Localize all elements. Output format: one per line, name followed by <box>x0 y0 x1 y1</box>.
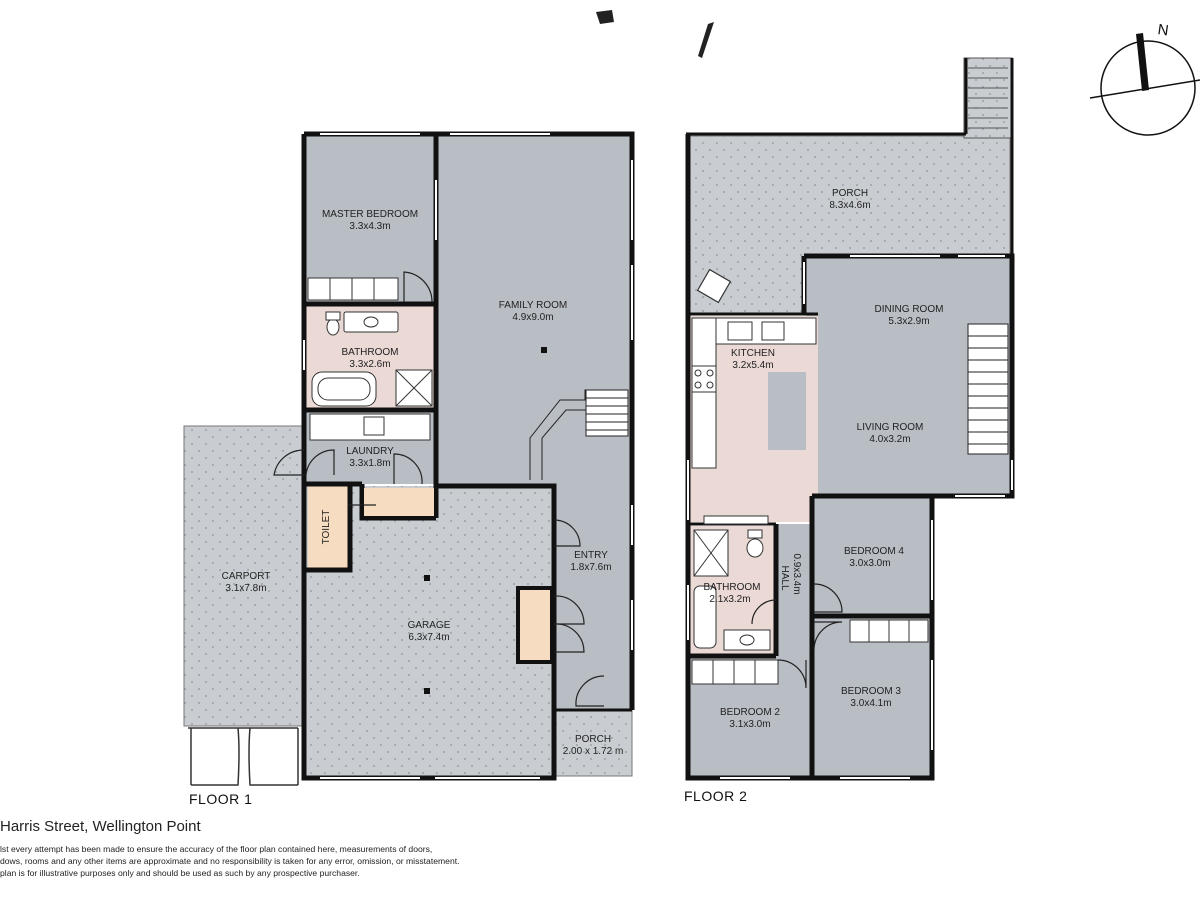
dims-carport: 3.1x7.8m <box>225 583 266 594</box>
dims-porch-2: 8.3x4.6m <box>829 200 870 211</box>
laundry-cupboard <box>364 488 434 516</box>
floor-2-windows <box>687 255 1013 779</box>
porch-stairs <box>963 57 1013 139</box>
floor2-bathroom-fixtures <box>693 529 771 651</box>
label-bathroom-1: BATHROOM <box>341 347 398 358</box>
dims-hall: 0.9x3.4m <box>791 553 802 594</box>
bedroom-3 <box>812 618 932 778</box>
footer: Harris Street, Wellington Point lst ever… <box>0 818 560 879</box>
disclaimer-line-3: plan is for illustrative purposes only a… <box>0 868 360 878</box>
compass-label: N <box>1157 21 1170 39</box>
label-toilet: TOILET <box>321 510 332 545</box>
dims-master-bedroom: 3.3x4.3m <box>349 221 390 232</box>
label-porch-2: PORCH <box>832 188 868 199</box>
dims-bathroom-2: 2.1x3.2m <box>709 594 750 605</box>
floor-1-plan: MASTER BEDROOM 3.3x4.3m FAMILY ROOM 4.9x… <box>183 131 635 807</box>
dims-entry: 1.8x7.6m <box>570 562 611 573</box>
floor-1-windows <box>303 133 633 779</box>
dims-living-room: 4.0x3.2m <box>869 434 910 445</box>
dims-bedroom-2: 3.1x3.0m <box>729 719 770 730</box>
carport-gate <box>188 727 299 786</box>
scan-marks <box>596 10 714 58</box>
label-bedroom-3: BEDROOM 3 <box>841 686 901 697</box>
disclaimer-line-1: lst every attempt has been made to ensur… <box>0 844 433 854</box>
entry <box>552 400 630 710</box>
dims-porch-1: 2.00 x 1.72 m <box>563 746 624 757</box>
dims-kitchen: 3.2x5.4m <box>732 360 773 371</box>
stairs-floor-2 <box>967 323 1009 455</box>
label-dining-room: DINING ROOM <box>875 304 944 315</box>
bedroom-wardrobes <box>691 619 929 685</box>
label-garage: GARAGE <box>408 620 451 631</box>
dims-dining-room: 5.3x2.9m <box>888 316 929 327</box>
disclaimer-line-2: dows, rooms and any other items are appr… <box>0 856 460 866</box>
outdoor-chair <box>696 268 732 304</box>
floor-2-doors <box>751 583 843 689</box>
laundry-fixtures <box>309 413 431 441</box>
label-entry: ENTRY <box>574 550 608 561</box>
dims-bedroom-4: 3.0x3.0m <box>849 558 890 569</box>
carport-area <box>183 425 305 727</box>
floor-2-plan: PORCH 8.3x4.6m DINING ROOM 5.3x2.9m KITC… <box>684 57 1015 804</box>
north-arrow-icon: N <box>1089 21 1200 136</box>
bedroom-4 <box>812 498 932 616</box>
toilet-fill <box>308 486 348 568</box>
wardrobe <box>307 277 399 301</box>
label-bedroom-2: BEDROOM 2 <box>720 707 780 718</box>
porch-rail <box>686 58 1014 256</box>
center-marks <box>424 347 547 694</box>
label-master-bedroom: MASTER BEDROOM <box>322 209 418 220</box>
master-bedroom <box>306 136 434 304</box>
dims-family-room: 4.9x9.0m <box>512 312 553 323</box>
property-address: Harris Street, Wellington Point <box>0 818 201 835</box>
label-living-room: LIVING ROOM <box>857 422 924 433</box>
dims-laundry: 3.3x1.8m <box>349 458 390 469</box>
floor1-porch <box>551 709 633 777</box>
label-bedroom-4: BEDROOM 4 <box>844 546 904 557</box>
dims-bedroom-3: 3.0x4.1m <box>850 698 891 709</box>
label-bathroom-2: BATHROOM <box>703 582 760 593</box>
kitchen-fixtures <box>691 317 817 525</box>
bathroom-fixtures <box>311 311 433 407</box>
floor-1-doors <box>273 271 605 707</box>
dims-bathroom-1: 3.3x2.6m <box>349 359 390 370</box>
hall <box>776 524 810 656</box>
label-kitchen: KITCHEN <box>731 348 775 359</box>
label-carport: CARPORT <box>222 571 271 582</box>
garage-cupboard <box>516 586 554 664</box>
label-porch-1: PORCH <box>575 734 611 745</box>
dims-garage: 6.3x7.4m <box>408 632 449 643</box>
floor-2-label: FLOOR 2 <box>684 788 747 804</box>
stairs-floor-1 <box>529 389 629 480</box>
floor-1-label: FLOOR 1 <box>189 791 252 807</box>
label-hall: HALL <box>779 565 790 590</box>
label-family-room: FAMILY ROOM <box>499 300 568 311</box>
label-laundry: LAUNDRY <box>346 446 394 457</box>
